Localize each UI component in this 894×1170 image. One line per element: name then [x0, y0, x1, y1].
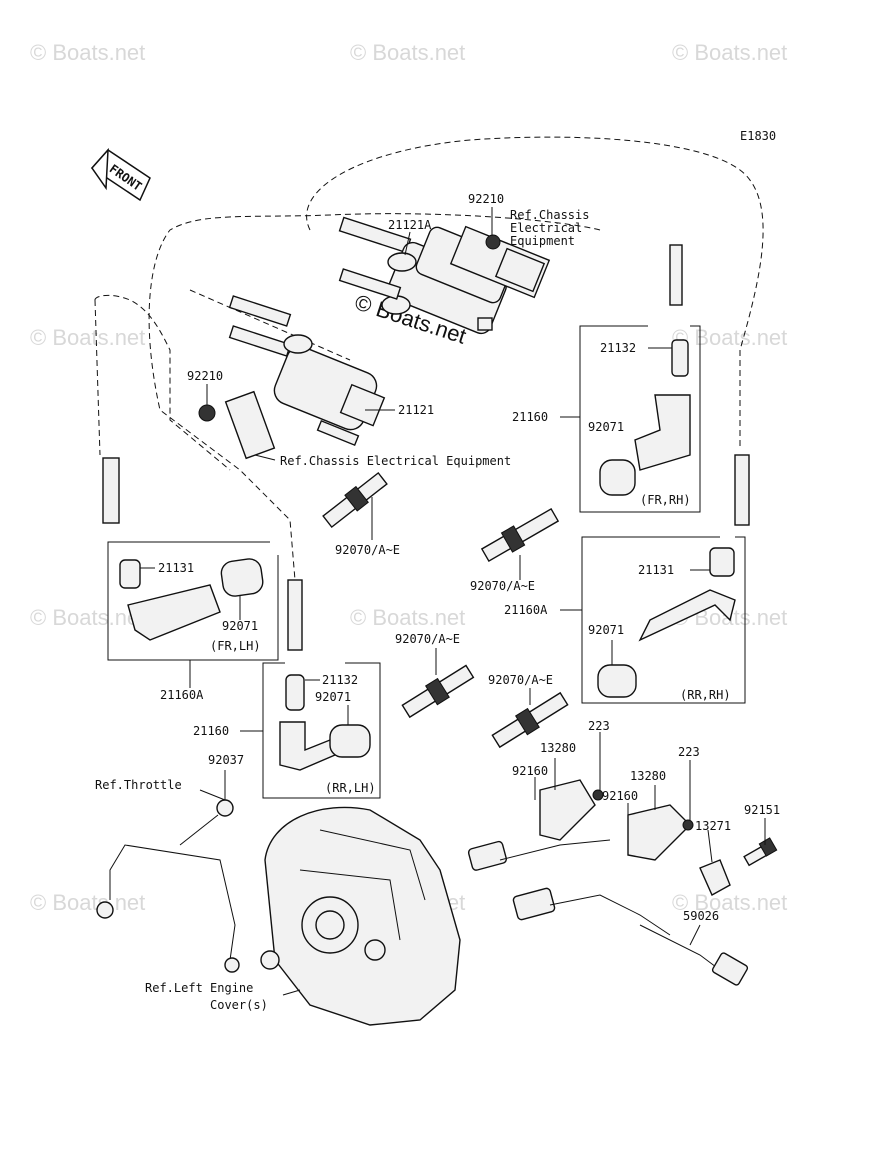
- label-ref-chassis-top-2: Electrical: [510, 221, 582, 235]
- label-92070-c: 92070/A~E: [395, 632, 460, 646]
- label-ref-throttle: Ref.Throttle: [95, 778, 182, 792]
- leader-lines: [140, 207, 766, 996]
- ignition-coil-21121: [224, 295, 386, 460]
- label-21160A-left: 21160A: [160, 688, 204, 702]
- harness-outline-far-left: [94, 294, 231, 471]
- label-92160-a: 92160: [512, 764, 548, 778]
- label-13280-b: 13280: [630, 769, 666, 783]
- group-box-fr-lh: [107, 541, 279, 661]
- label-21121A: 21121A: [388, 218, 432, 232]
- label-rr-lh: (RR,LH): [325, 781, 376, 795]
- watermark: © Boats.net: [672, 40, 787, 65]
- label-rr-rh: (RR,RH): [680, 688, 731, 702]
- label-92071-left: 92071: [222, 619, 258, 633]
- watermark: © Boats.net: [30, 890, 145, 915]
- spark-plug-3: [401, 664, 475, 719]
- label-ref-left-engine-2: Cover(s): [210, 998, 268, 1012]
- connector-59026: [639, 924, 749, 986]
- front-arrow-icon: FRONT: [90, 147, 151, 202]
- left-engine-cover: [260, 806, 461, 1026]
- label-21132-mid: 21132: [322, 673, 358, 687]
- spark-plug-2: [480, 507, 560, 563]
- watermark: © Boats.net: [30, 325, 145, 350]
- label-21131-right: 21131: [638, 563, 674, 577]
- label-ref-chassis-mid: Ref.Chassis Electrical Equipment: [280, 454, 511, 468]
- watermark: © Boats.net: [30, 40, 145, 65]
- diagram-code: E1830: [740, 129, 776, 143]
- label-92210-top: 92210: [468, 192, 504, 206]
- label-13271: 13271: [695, 819, 731, 833]
- harness-outline-outer: [306, 136, 764, 450]
- group-box-rr-lh: [262, 662, 381, 799]
- label-21160-mid: 21160: [193, 724, 229, 738]
- label-21160-right: 21160: [512, 410, 548, 424]
- label-92151: 92151: [744, 803, 780, 817]
- grommet-92210-top: [485, 234, 501, 250]
- label-92071-rr: 92071: [588, 623, 624, 637]
- plug-cap-21160A-rr-rh: [597, 454, 750, 698]
- plug-cap-21160-fr-rh: [599, 244, 691, 496]
- label-92071-mid: 92071: [315, 690, 351, 704]
- harness-outline-far-left-drop: [94, 299, 101, 456]
- plug-cap-21160A-fr-lh: [102, 457, 264, 641]
- watermark: © Boats.net: [672, 325, 787, 350]
- label-13280-a: 13280: [540, 741, 576, 755]
- watermark: © Boats.net: [672, 890, 787, 915]
- throttle-wire-92037: [96, 799, 240, 973]
- label-21121: 21121: [398, 403, 434, 417]
- label-92160-b: 92160: [602, 789, 638, 803]
- label-21160A-right: 21160A: [504, 603, 548, 617]
- spark-plug-4: [491, 691, 569, 749]
- label-fr-lh: (FR,LH): [210, 639, 261, 653]
- clamp-13271: [699, 859, 731, 896]
- harness-outline-left: [148, 213, 601, 581]
- watermark: © Boats.net: [350, 605, 465, 630]
- label-92071-right: 92071: [588, 420, 624, 434]
- grommet-92210-left: [198, 404, 216, 422]
- group-box-fr-rh: [579, 325, 701, 513]
- pickup-coil-92160-b: [512, 804, 694, 936]
- label-92037: 92037: [208, 753, 244, 767]
- label-92070-a: 92070/A~E: [335, 543, 400, 557]
- label-21132-right: 21132: [600, 341, 636, 355]
- label-92070-d: 92070/A~E: [488, 673, 553, 687]
- part-labels: 92210 Ref.Chassis Electrical Equipment 2…: [95, 192, 780, 1012]
- watermark: © Boats.net: [30, 605, 145, 630]
- label-59026: 59026: [683, 909, 719, 923]
- label-fr-rh: (FR,RH): [640, 493, 691, 507]
- group-box-rr-rh: [581, 536, 746, 704]
- bolt-92151: [743, 837, 778, 867]
- label-223-b: 223: [678, 745, 700, 759]
- harness-outline-inner: [189, 289, 351, 361]
- pickup-coil-92160-a: [467, 779, 611, 871]
- label-92210-left: 92210: [187, 369, 223, 383]
- ignition-coil-21121A: [338, 216, 551, 335]
- label-ref-chassis-top-3: Equipment: [510, 234, 575, 248]
- label-21131-left: 21131: [158, 561, 194, 575]
- spark-plug-1: [322, 471, 388, 529]
- label-ref-chassis-top-1: Ref.Chassis: [510, 208, 589, 222]
- label-223-a: 223: [588, 719, 610, 733]
- plug-cap-21160-rr-lh: [279, 579, 371, 771]
- label-ref-left-engine-1: Ref.Left Engine: [145, 981, 253, 995]
- watermark: © Boats.net: [350, 40, 465, 65]
- label-92070-b: 92070/A~E: [470, 579, 535, 593]
